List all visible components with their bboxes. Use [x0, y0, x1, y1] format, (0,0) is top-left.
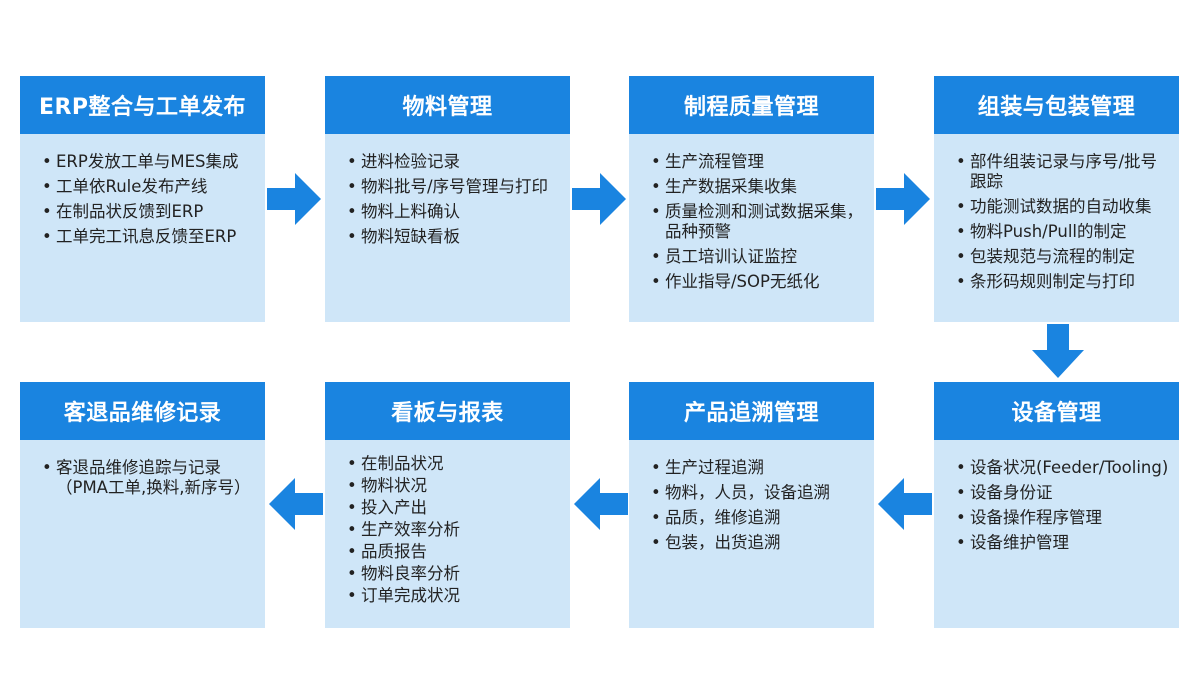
card-customer-return-repair: 客退品维修记录 客退品维修追踪与记录（PMA工单,换料,新序号） — [20, 382, 265, 628]
card-material-management: 物料管理 进料检验记录 物料批号/序号管理与打印 物料上料确认 物料短缺看板 — [325, 76, 570, 322]
list-item: 部件组装记录与序号/批号跟踪 — [956, 152, 1169, 192]
card-list: ERP发放工单与MES集成 工单依Rule发布产线 在制品状反馈到ERP 工单完… — [20, 134, 265, 247]
list-item: 生产过程追溯 — [651, 458, 864, 478]
card-product-traceability: 产品追溯管理 生产过程追溯 物料，人员，设备追溯 品质，维修追溯 包装，出货追溯 — [629, 382, 874, 628]
card-equipment-management: 设备管理 设备状况(Feeder/Tooling) 设备身份证 设备操作程序管理… — [934, 382, 1179, 628]
card-title: 组装与包装管理 — [934, 76, 1179, 134]
arrow-right-icon — [267, 173, 321, 225]
list-item: 包装规范与流程的制定 — [956, 247, 1169, 267]
card-list: 进料检验记录 物料批号/序号管理与打印 物料上料确认 物料短缺看板 — [325, 134, 570, 247]
card-process-quality: 制程质量管理 生产流程管理 生产数据采集收集 质量检测和测试数据采集，品种预警 … — [629, 76, 874, 322]
card-title: 物料管理 — [325, 76, 570, 134]
card-title: 产品追溯管理 — [629, 382, 874, 440]
card-list: 客退品维修追踪与记录（PMA工单,换料,新序号） — [20, 440, 265, 498]
list-item: 物料，人员，设备追溯 — [651, 483, 864, 503]
list-item: 设备状况(Feeder/Tooling) — [956, 458, 1169, 478]
list-item: 设备操作程序管理 — [956, 508, 1169, 528]
list-item: 生产数据采集收集 — [651, 177, 864, 197]
card-title: 设备管理 — [934, 382, 1179, 440]
arrow-right-icon — [876, 173, 930, 225]
list-item: 客退品维修追踪与记录（PMA工单,换料,新序号） — [42, 458, 255, 498]
list-item: 物料批号/序号管理与打印 — [347, 177, 560, 197]
list-item: 品质，维修追溯 — [651, 508, 864, 528]
list-item: ERP发放工单与MES集成 — [42, 152, 255, 172]
card-assembly-packaging: 组装与包装管理 部件组装记录与序号/批号跟踪 功能测试数据的自动收集 物料Pus… — [934, 76, 1179, 322]
list-item: 生产效率分析 — [347, 520, 560, 540]
list-item: 功能测试数据的自动收集 — [956, 197, 1169, 217]
list-item: 员工培训认证监控 — [651, 247, 864, 267]
arrow-left-icon — [574, 478, 628, 530]
list-item: 作业指导/SOP无纸化 — [651, 272, 864, 292]
card-list: 生产过程追溯 物料，人员，设备追溯 品质，维修追溯 包装，出货追溯 — [629, 440, 874, 553]
card-kanban-reports: 看板与报表 在制品状况 物料状况 投入产出 生产效率分析 品质报告 物料良率分析… — [325, 382, 570, 628]
list-item: 在制品状反馈到ERP — [42, 202, 255, 222]
card-title: 客退品维修记录 — [20, 382, 265, 440]
card-title: ERP整合与工单发布 — [20, 76, 265, 134]
list-item: 品质报告 — [347, 542, 560, 562]
card-list: 设备状况(Feeder/Tooling) 设备身份证 设备操作程序管理 设备维护… — [934, 440, 1179, 553]
list-item: 物料上料确认 — [347, 202, 560, 222]
list-item: 工单完工讯息反馈至ERP — [42, 227, 255, 247]
list-item: 物料状况 — [347, 476, 560, 496]
list-item: 生产流程管理 — [651, 152, 864, 172]
card-title: 看板与报表 — [325, 382, 570, 440]
card-list: 在制品状况 物料状况 投入产出 生产效率分析 品质报告 物料良率分析 订单完成状… — [325, 440, 570, 606]
arrow-left-icon — [269, 478, 323, 530]
list-item: 设备维护管理 — [956, 533, 1169, 553]
list-item: 物料良率分析 — [347, 564, 560, 584]
list-item: 条形码规则制定与打印 — [956, 272, 1169, 292]
card-title: 制程质量管理 — [629, 76, 874, 134]
arrow-right-icon — [572, 173, 626, 225]
card-list: 部件组装记录与序号/批号跟踪 功能测试数据的自动收集 物料Push/Pull的制… — [934, 134, 1179, 292]
list-item: 在制品状况 — [347, 454, 560, 474]
list-item: 设备身份证 — [956, 483, 1169, 503]
list-item: 物料短缺看板 — [347, 227, 560, 247]
list-item: 质量检测和测试数据采集，品种预警 — [651, 202, 864, 242]
list-item: 投入产出 — [347, 498, 560, 518]
list-item: 工单依Rule发布产线 — [42, 177, 255, 197]
card-list: 生产流程管理 生产数据采集收集 质量检测和测试数据采集，品种预警 员工培训认证监… — [629, 134, 874, 292]
list-item: 包装，出货追溯 — [651, 533, 864, 553]
list-item: 进料检验记录 — [347, 152, 560, 172]
list-item: 物料Push/Pull的制定 — [956, 222, 1169, 242]
card-erp-integration: ERP整合与工单发布 ERP发放工单与MES集成 工单依Rule发布产线 在制品… — [20, 76, 265, 322]
list-item: 订单完成状况 — [347, 586, 560, 606]
arrow-down-icon — [1032, 324, 1084, 378]
arrow-left-icon — [878, 478, 932, 530]
